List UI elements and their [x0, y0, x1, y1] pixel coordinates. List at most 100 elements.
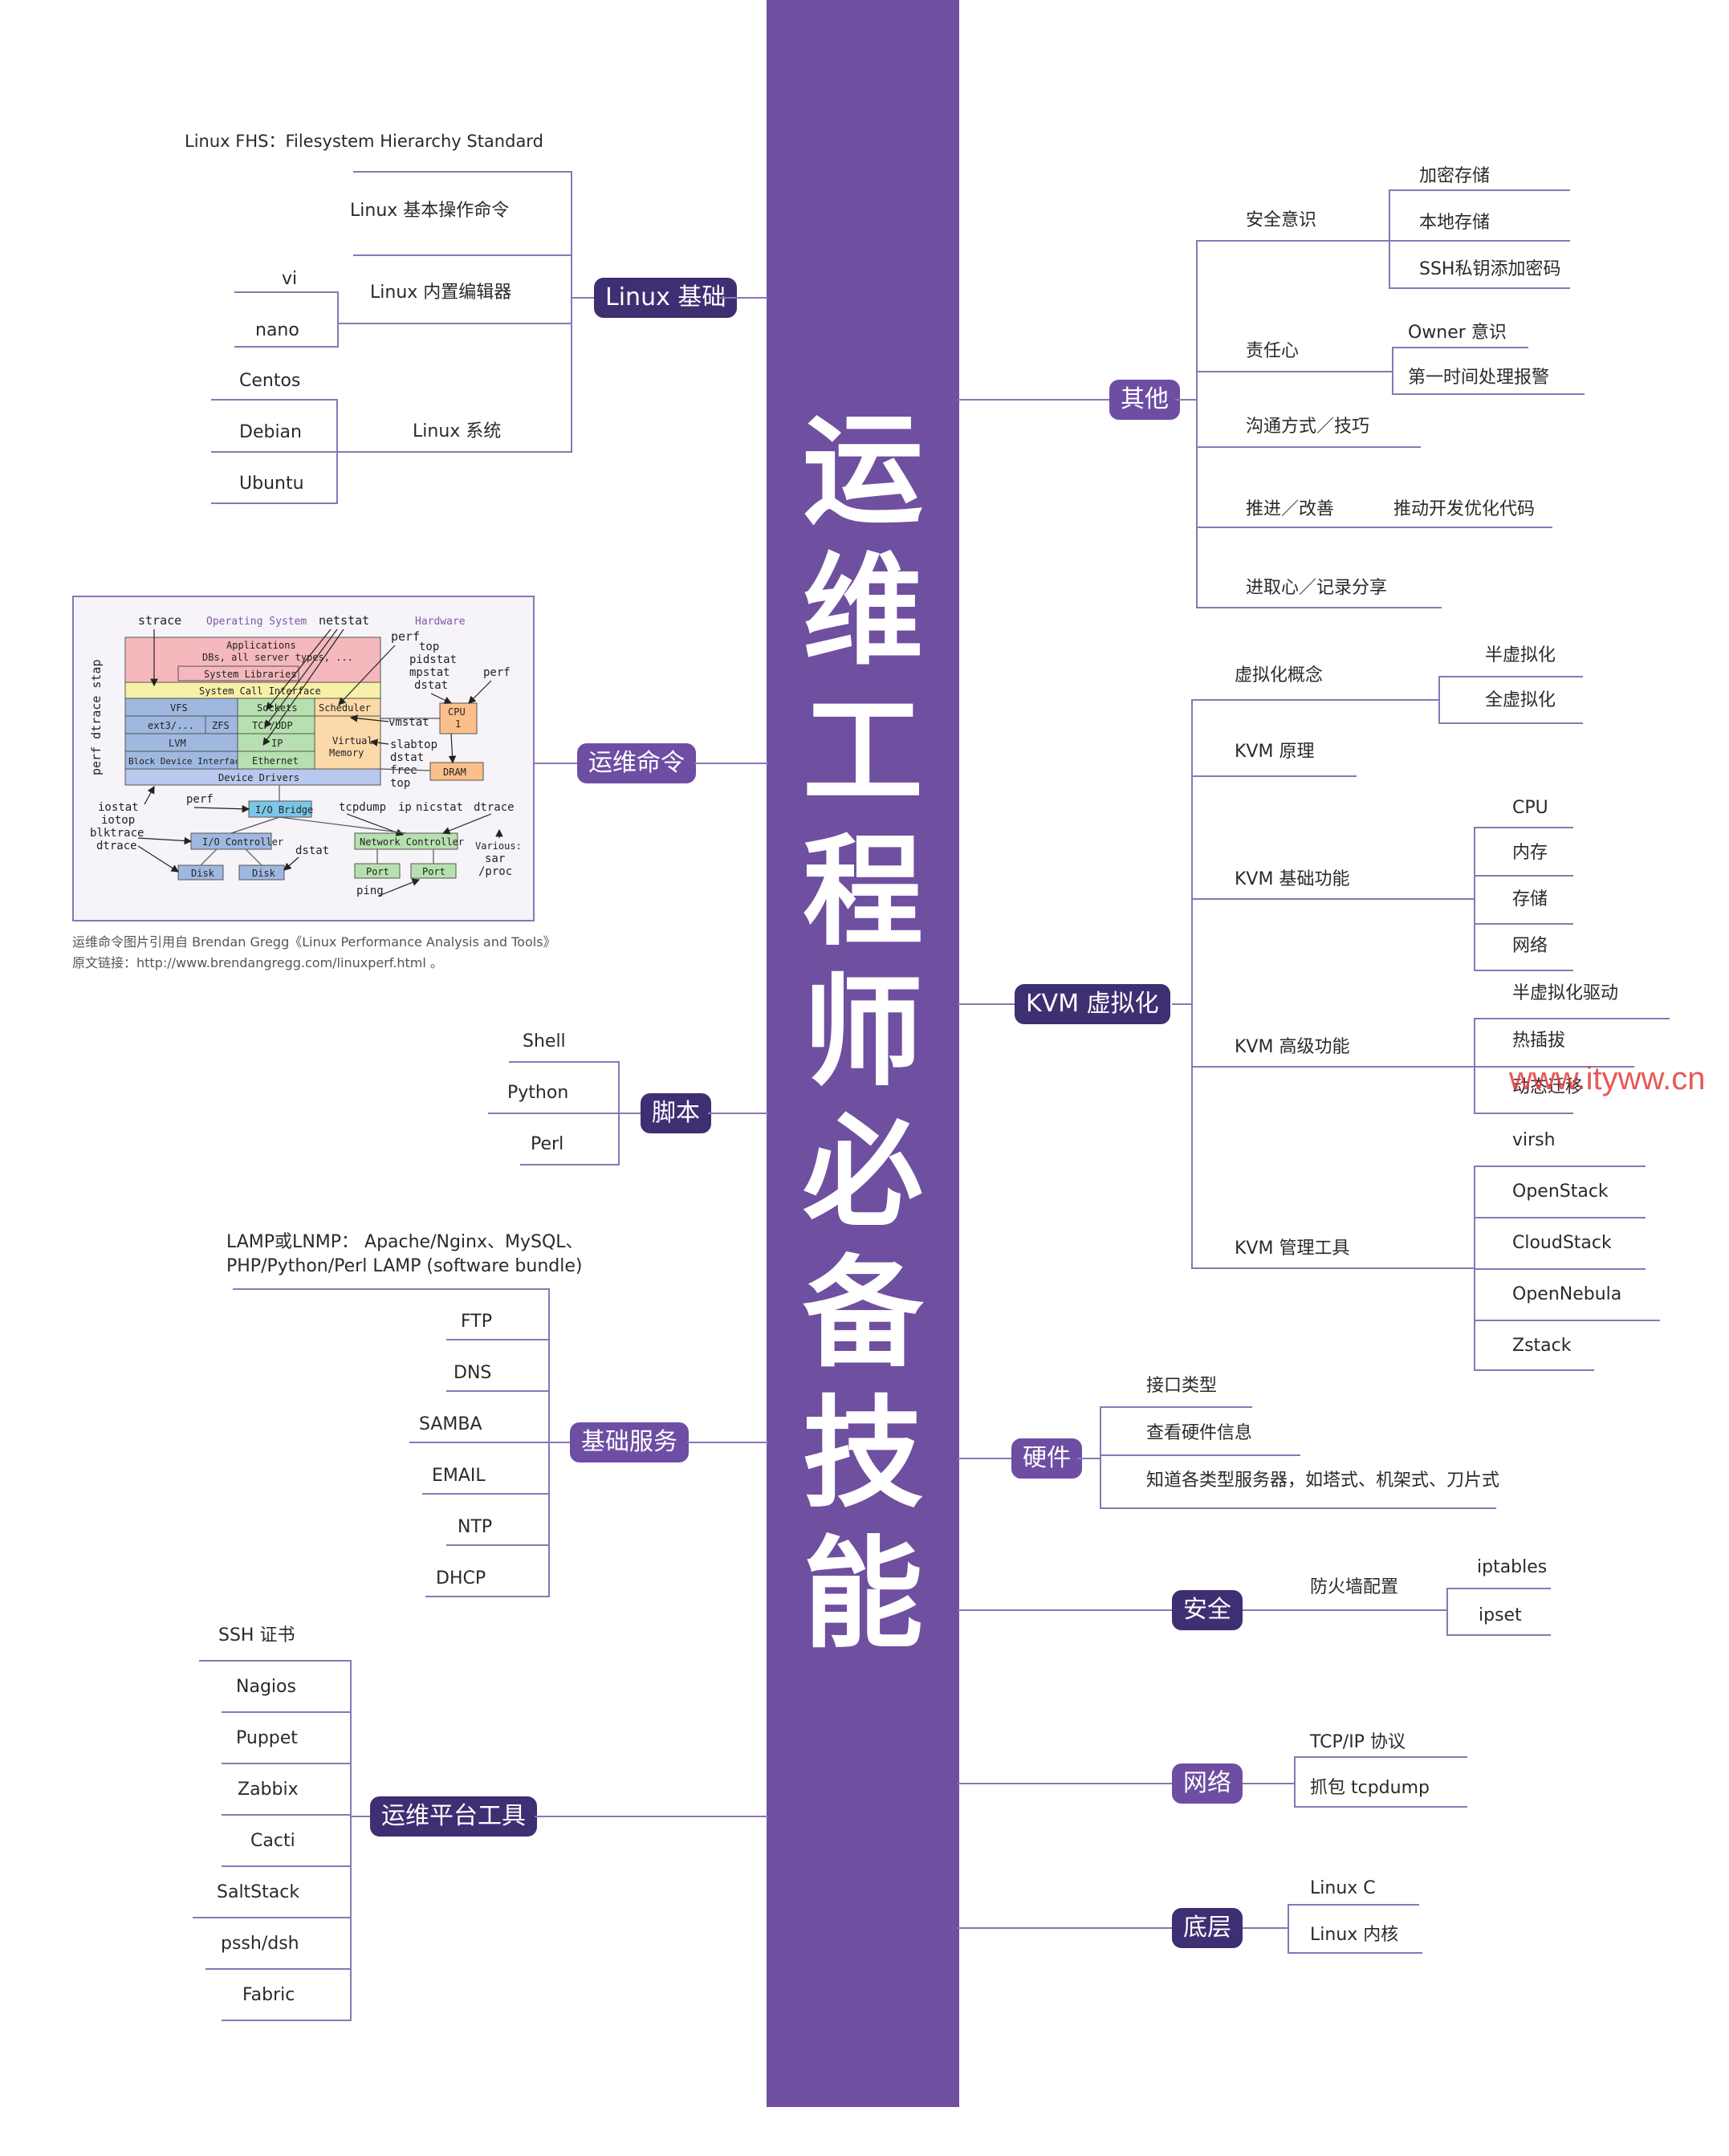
connector [1446, 1634, 1551, 1636]
tool-dstat-mem: dstat [390, 751, 424, 764]
node-ops-platform-tools[interactable]: 运维平台工具 [370, 1796, 537, 1837]
connector [205, 1968, 352, 1970]
box-ip: IP [271, 738, 283, 749]
connector [1438, 676, 1583, 677]
box-ethernet: Ethernet [252, 755, 299, 767]
connector [337, 291, 339, 348]
connector [1474, 875, 1573, 877]
connector [409, 1442, 550, 1443]
connector [687, 1442, 768, 1443]
kvm-openstack: OpenStack [1512, 1182, 1609, 1202]
connector [1392, 393, 1585, 395]
connector [1392, 347, 1528, 348]
security-awareness: 安全意识 [1246, 210, 1317, 230]
connector [193, 1917, 352, 1918]
service-ftp: FTP [461, 1312, 492, 1332]
tool-sar: sar [485, 852, 505, 865]
box-syscall: System Call Interface [199, 685, 321, 697]
tool-netstat: netstat [319, 613, 369, 628]
net-tcpip: TCP/IP 协议 [1310, 1732, 1406, 1752]
tool-perf-top: perf [391, 629, 420, 644]
box-device-drivers: Device Drivers [218, 772, 299, 783]
connector [708, 1113, 768, 1114]
connector [1474, 1113, 1573, 1114]
tool-mpstat: mpstat [409, 666, 450, 679]
tool-cacti: Cacti [250, 1831, 295, 1851]
connector [1474, 1268, 1646, 1270]
tool-perf-dtrace-stap: perf dtrace stap [89, 660, 104, 776]
connector [222, 1814, 352, 1816]
central-trunk [767, 0, 959, 2107]
responsibility: 责任心 [1246, 341, 1300, 361]
node-others[interactable]: 其他 [1109, 380, 1180, 420]
box-lvm: LVM [169, 738, 186, 749]
node-network[interactable]: 网络 [1172, 1763, 1243, 1804]
node-hardware[interactable]: 硬件 [1011, 1438, 1082, 1479]
connector [233, 1288, 550, 1290]
service-dhcp: DHCP [436, 1568, 486, 1589]
sec-ssh-key-password: SSH私钥添加密码 [1419, 259, 1561, 279]
box-scheduler: Scheduler [319, 702, 371, 714]
node-kvm[interactable]: KVM 虚拟化 [1015, 984, 1170, 1024]
connector [234, 346, 339, 348]
script-python: Python [507, 1083, 569, 1103]
connector [1474, 827, 1475, 971]
connector [1446, 1588, 1448, 1636]
box-ext3: ext3/... [148, 720, 194, 731]
connector [1243, 1783, 1296, 1784]
tool-ping: ping [356, 885, 384, 897]
kvm-cpu: CPU [1512, 798, 1548, 818]
box-dbs: DBs, all server types, ... [202, 652, 353, 663]
node-ops-commands[interactable]: 运维命令 [577, 743, 696, 783]
kvm-full-virt: 全虚拟化 [1485, 690, 1556, 710]
connector [1191, 898, 1475, 900]
box-tcpudp: TCP/UDP [252, 720, 293, 731]
sys-ubuntu: Ubuntu [239, 474, 304, 494]
node-basic-services[interactable]: 基础服务 [570, 1422, 689, 1462]
connector [958, 1927, 1173, 1929]
connector [1196, 527, 1552, 528]
connector [1288, 1904, 1289, 1954]
connector [533, 763, 578, 764]
connector [1175, 399, 1198, 401]
box-system-libraries: System Libraries [204, 669, 297, 680]
tool-ssh-cert: SSH 证书 [218, 1625, 295, 1645]
connector [1100, 1507, 1496, 1509]
tool-vmstat: vmstat [389, 716, 429, 729]
node-security[interactable]: 安全 [1172, 1590, 1243, 1630]
sys-debian: Debian [239, 422, 302, 442]
duty-alarm: 第一时间处理报警 [1408, 368, 1550, 388]
perf-caption-2: 原文链接：http://www.brendangregg.com/linuxpe… [72, 955, 443, 970]
connector [350, 1816, 371, 1817]
connector [1474, 827, 1573, 828]
connector [211, 451, 572, 453]
duty-owner: Owner 意识 [1408, 323, 1507, 343]
kvm-memory: 内存 [1512, 843, 1548, 863]
service-samba: SAMBA [419, 1414, 482, 1434]
connector [548, 1442, 571, 1443]
node-linux-basics[interactable]: Linux 基础 [594, 278, 738, 318]
connector [488, 1113, 620, 1114]
node-low-level[interactable]: 底层 [1172, 1908, 1243, 1948]
tool-slabtop: slabtop [390, 738, 437, 751]
connector [520, 1164, 620, 1165]
box-block: Block Device Interface [128, 756, 246, 767]
tool-iostat: iostat [98, 801, 139, 814]
tool-pssh: pssh/dsh [221, 1934, 299, 1954]
box-io-bridge: I/O Bridge [255, 804, 313, 816]
tool-top-mem: top [390, 777, 410, 790]
node-scripting[interactable]: 脚本 [641, 1093, 711, 1133]
diagram-arrows [137, 628, 503, 897]
box-cpu-n: 1 [455, 718, 461, 730]
tool-puppet: Puppet [236, 1728, 298, 1748]
tool-various: Various: [475, 840, 522, 852]
kvm-cloudstack: CloudStack [1512, 1233, 1612, 1253]
connector [719, 297, 767, 299]
box-disk-2: Disk [252, 868, 276, 879]
connector [446, 1339, 550, 1340]
connector [422, 1493, 550, 1495]
hw-interface: 接口类型 [1146, 1376, 1218, 1396]
connector [1243, 1927, 1289, 1929]
connector [1077, 1458, 1101, 1459]
tool-nicstat: nicstat [416, 801, 463, 814]
